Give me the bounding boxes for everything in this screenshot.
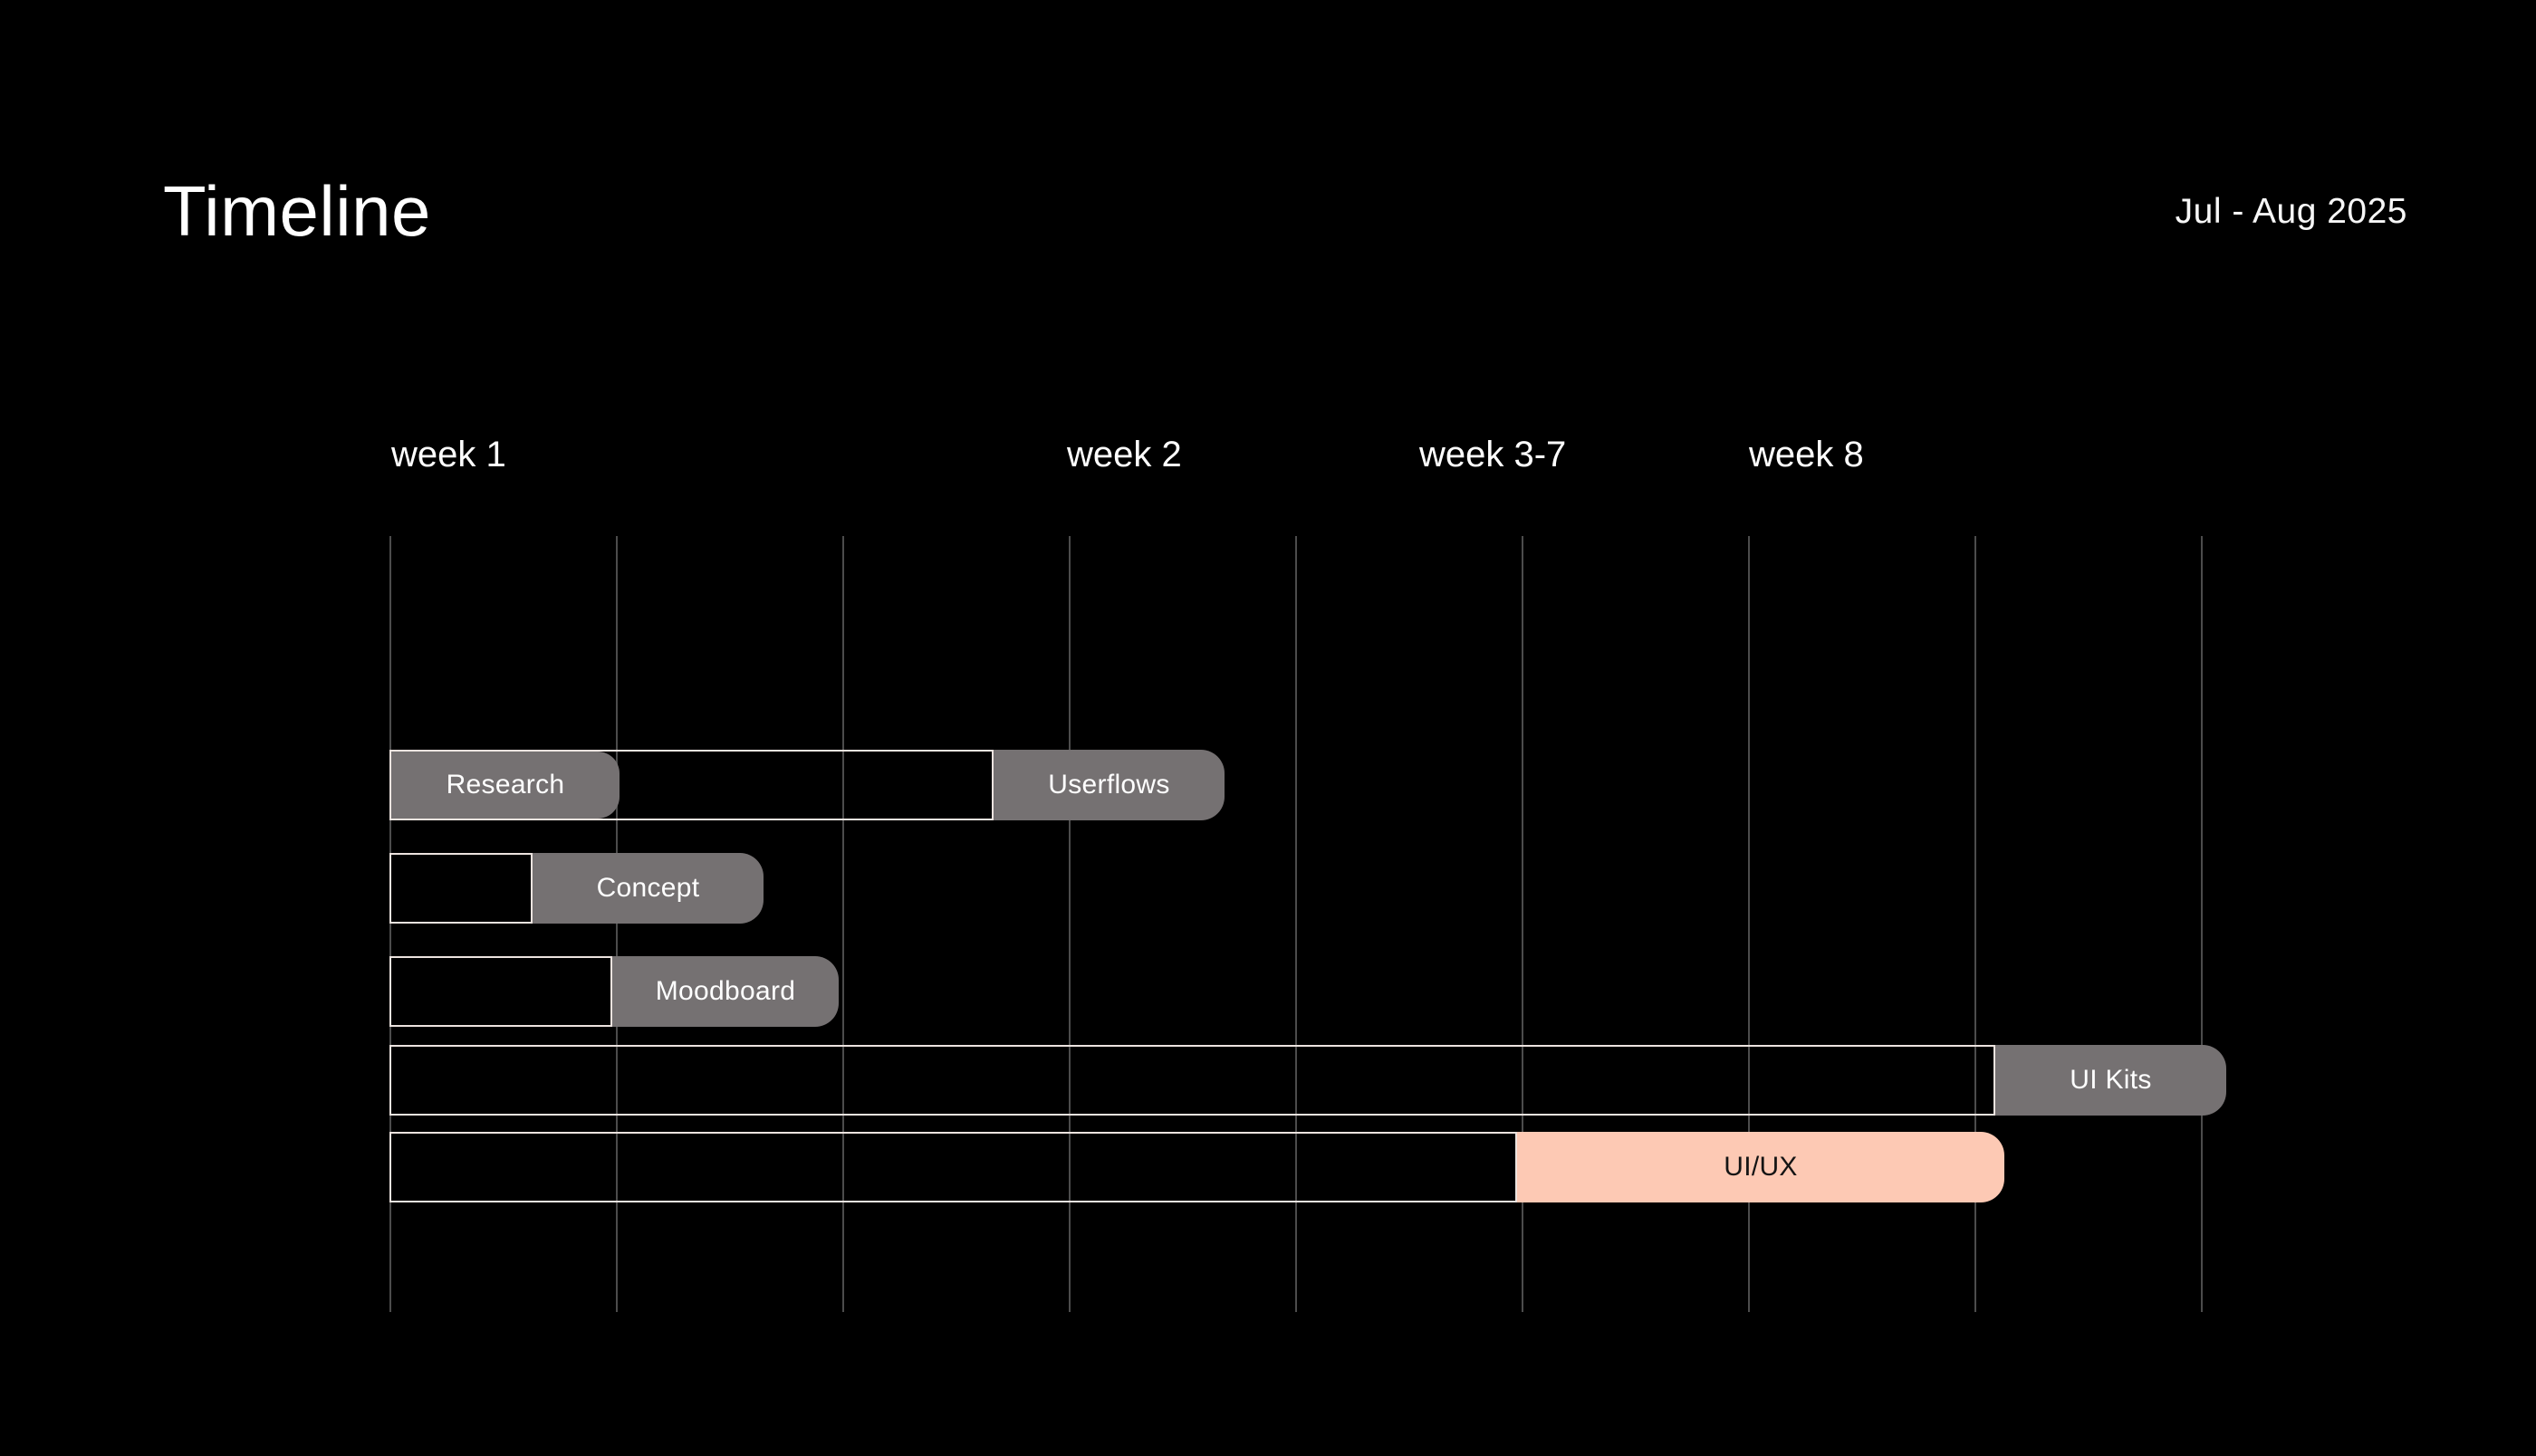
task-track-2 [389, 956, 612, 1027]
gridline-7 [1974, 536, 1976, 1312]
bar-ui-ux: UI/UX [1517, 1132, 2004, 1202]
gridline-6 [1748, 536, 1750, 1312]
gridline-1 [616, 536, 618, 1312]
gridline-5 [1522, 536, 1523, 1312]
gridline-2 [842, 536, 844, 1312]
page-title: Timeline [163, 171, 431, 251]
gridline-3 [1069, 536, 1071, 1312]
task-track-4 [389, 1132, 1517, 1202]
task-track-0 [389, 750, 994, 820]
bar-moodboard: Moodboard [612, 956, 839, 1027]
date-range-label: Jul - Aug 2025 [2175, 192, 2407, 231]
gridline-8 [2201, 536, 2203, 1312]
week-label-3: week 3-7 [1419, 435, 1567, 474]
gridline-0 [389, 536, 391, 1312]
bar-userflows: Userflows [994, 750, 1225, 820]
bar-ui-kits: UI Kits [1995, 1045, 2226, 1116]
bar-label-userflows: Userflows [1048, 770, 1170, 800]
bar-label-concept: Concept [596, 873, 700, 903]
bar-label-moodboard: Moodboard [655, 976, 796, 1006]
bar-research: Research [391, 752, 620, 819]
bar-label-research: Research [446, 770, 565, 800]
bar-concept: Concept [533, 853, 764, 924]
week-label-2: week 2 [1067, 435, 1182, 474]
week-label-1: week 1 [391, 435, 506, 474]
task-track-3 [389, 1045, 1995, 1116]
gridline-4 [1295, 536, 1297, 1312]
week-label-4: week 8 [1749, 435, 1864, 474]
bar-label-ui-kits: UI Kits [2070, 1065, 2152, 1095]
bar-label-ui-ux: UI/UX [1724, 1152, 1798, 1182]
task-track-1 [389, 853, 533, 924]
